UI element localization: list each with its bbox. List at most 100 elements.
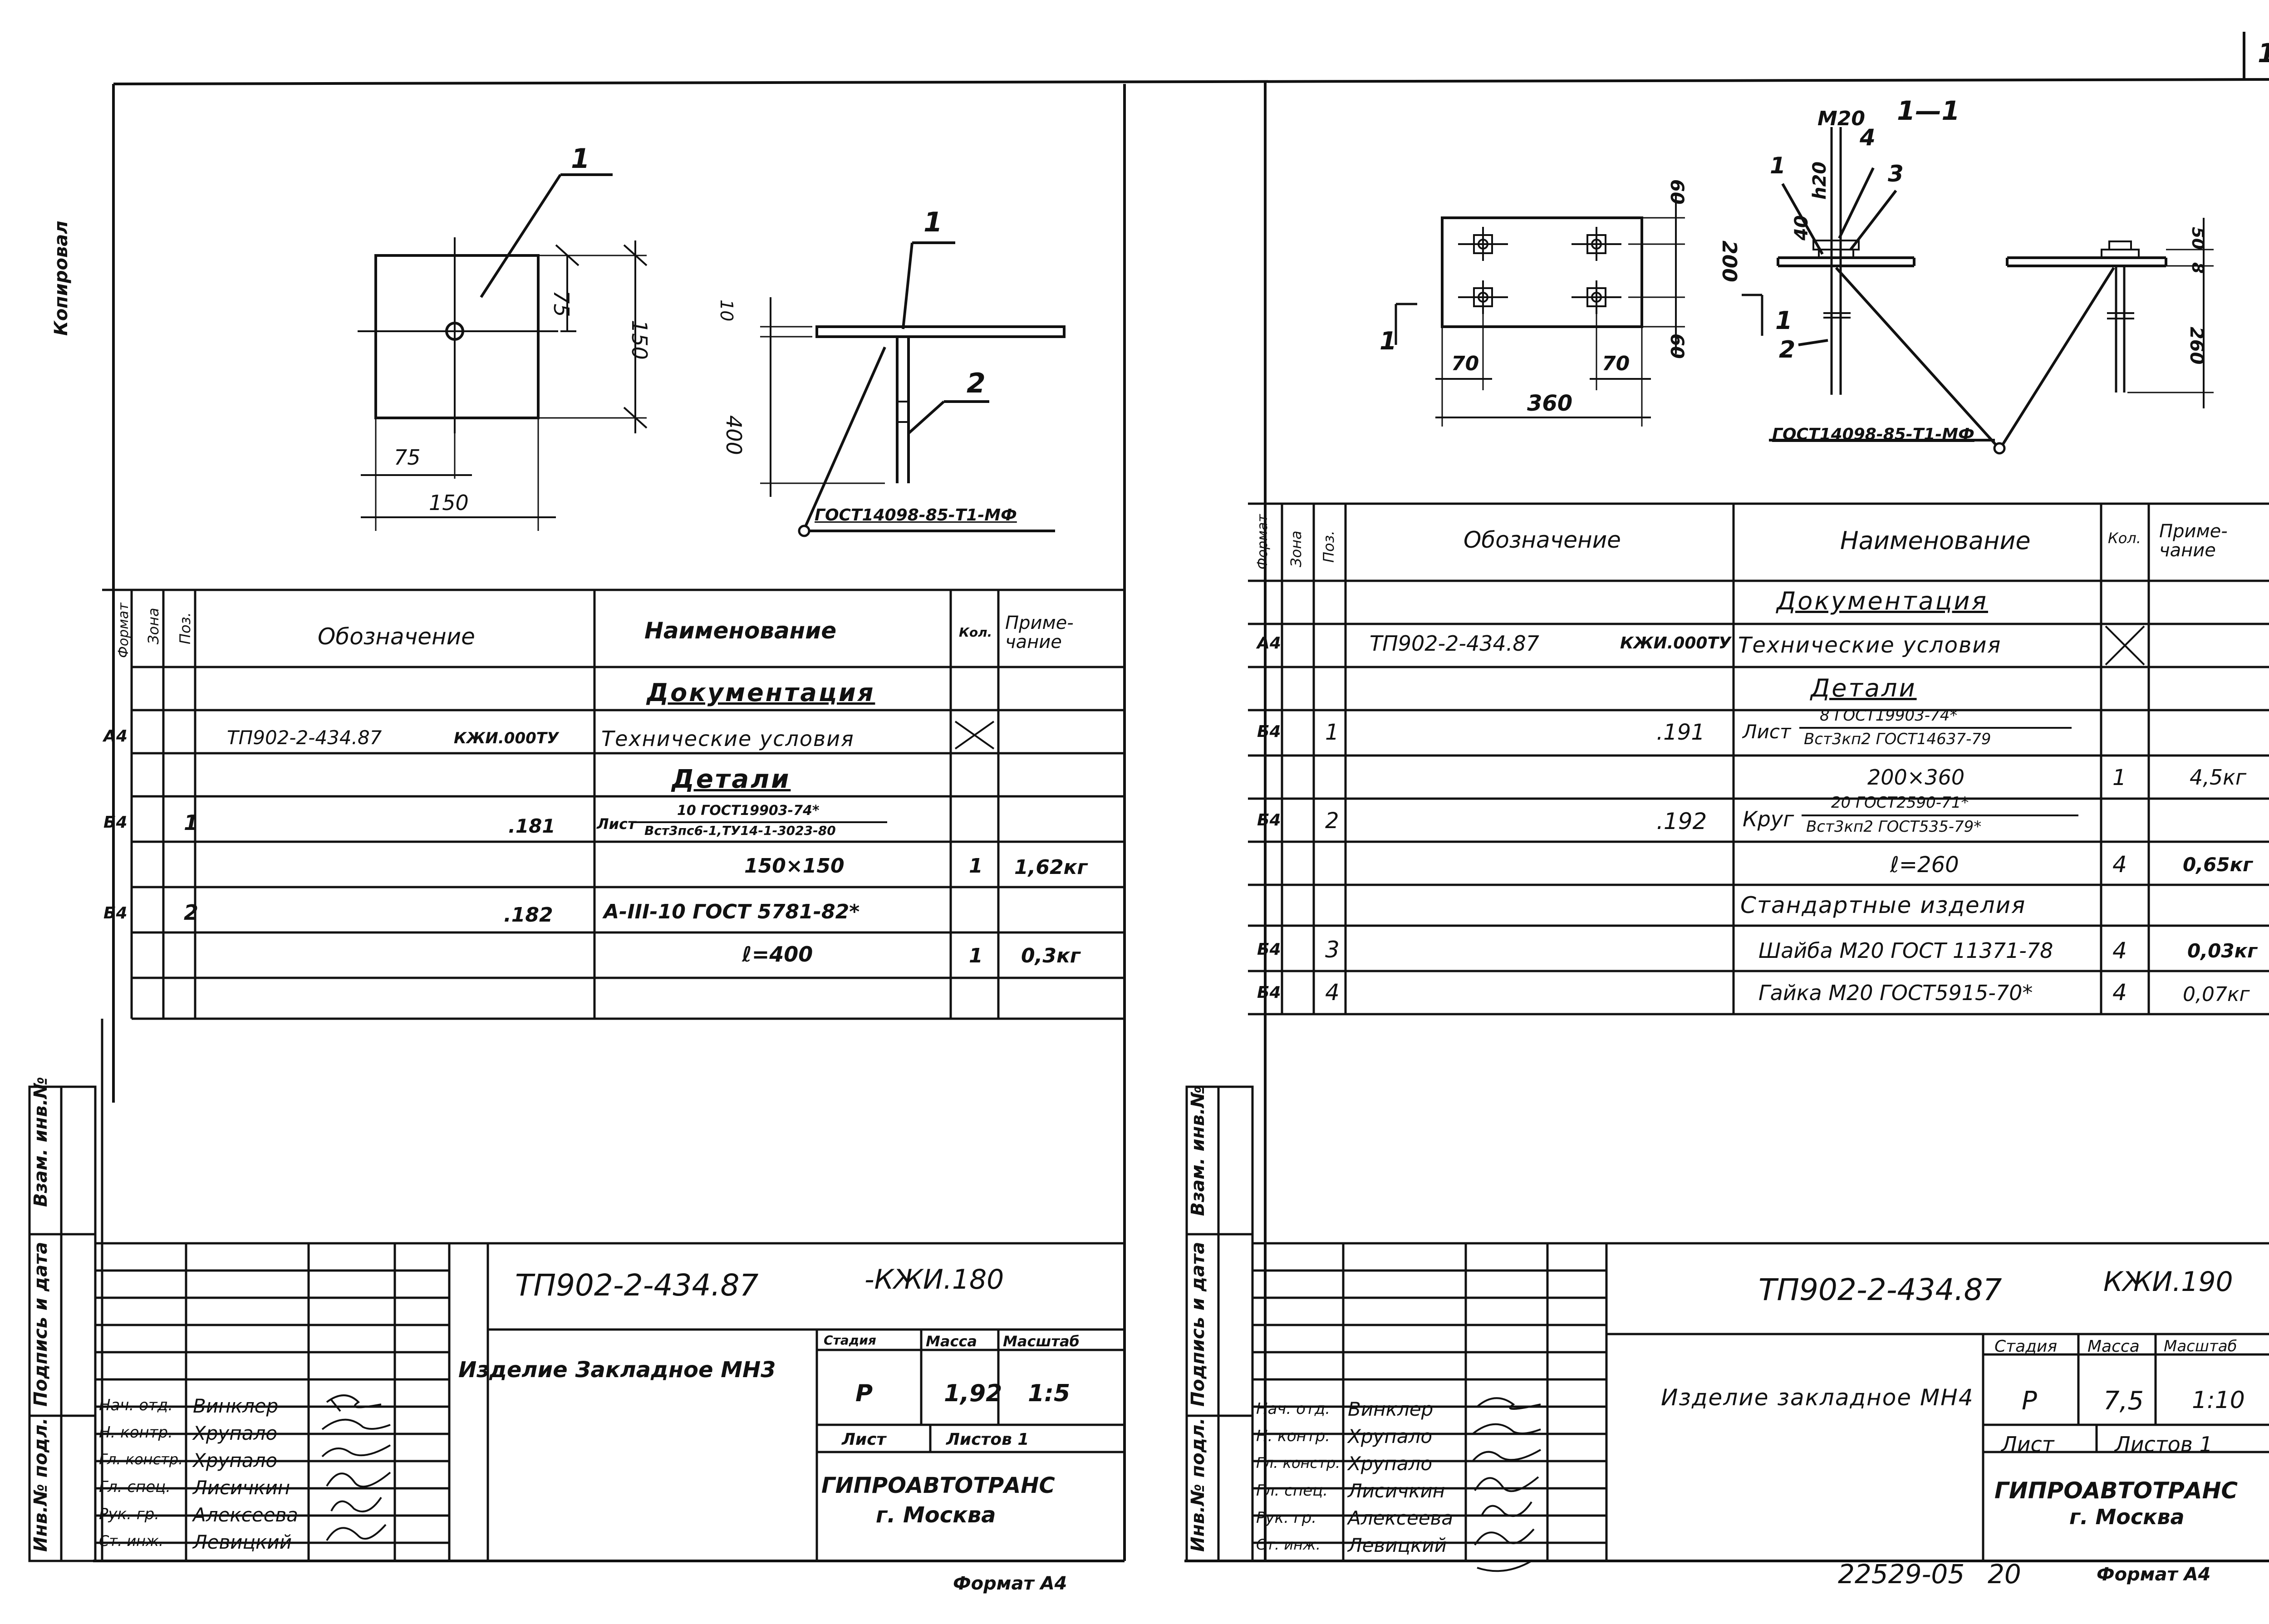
s1-stage: Р <box>855 1380 873 1407</box>
s1-stage-label: Стадия <box>824 1333 876 1348</box>
s2-dim8: 8 <box>2188 262 2207 274</box>
s2-dim-h20: h20 <box>1809 161 1830 200</box>
s2-cut-right: 1 <box>1775 306 1793 335</box>
s2-doc-code: ТП902-2-434.87 <box>1758 1272 2002 1307</box>
s2-row1-des-b: КЖИ.000ТУ <box>1620 634 1731 653</box>
s1-row2-pos: 1 <box>184 810 199 835</box>
sheet2-drawing <box>1395 127 2214 455</box>
s2-row3-note: 4,5кг <box>2190 765 2247 790</box>
s2-person-6: Левицкий <box>1348 1534 1447 1556</box>
s1-row5-name: ℓ=400 <box>742 942 813 967</box>
s1-person-6: Левицкий <box>193 1531 292 1553</box>
s1-hdr-note: Приме- чание <box>1005 613 1074 653</box>
s2-mass-label: Масса <box>2087 1337 2140 1356</box>
s1-product: Изделие Закладное МН3 <box>458 1357 776 1383</box>
s1-weld-note: ГОСТ14098-85-Т1-МФ <box>815 506 1017 525</box>
s1-dim150-bottom: 150 <box>429 491 469 515</box>
s2-row4-name-label: Круг <box>1743 807 1794 831</box>
sheet1-spec-grid <box>101 589 1125 1561</box>
s2-pos1: 1 <box>1770 152 1786 179</box>
s2-person-1: Винклер <box>1348 1398 1434 1420</box>
s1-signatures <box>321 1394 391 1541</box>
s2-row6-pos: 3 <box>1325 937 1340 963</box>
s1-row2-des-b: .181 <box>508 815 555 837</box>
plate-plan <box>374 254 540 419</box>
s2-row2-fraction <box>1799 727 2072 729</box>
s1-row2-fraction <box>633 821 887 823</box>
s2-row7-format: Б4 <box>1257 983 1281 1002</box>
s2-dim50: 50 <box>2188 227 2207 250</box>
s2-row6-note: 0,03кг <box>2187 940 2258 962</box>
s1-sheet-label: Лист <box>842 1430 886 1449</box>
s2-sheets-label: Листов 1 <box>2115 1432 2213 1457</box>
s2-hdr-designation: Обозначение <box>1464 527 1621 553</box>
s1-role-2: Н. контр. <box>99 1423 173 1442</box>
s2-row2-name-top: 8 ГОСТ19903-74* <box>1820 707 1958 725</box>
s2-row2-name-label: Лист <box>1743 721 1791 743</box>
s2-hdr-name: Наименование <box>1840 526 2031 555</box>
s2-row7-note: 0,07кг <box>2183 983 2250 1006</box>
s1-person-4: Лисичкин <box>193 1477 290 1499</box>
s2-signatures <box>1472 1397 1542 1572</box>
s2-pos4: 4 <box>1860 124 1876 151</box>
s1-dim400: 400 <box>722 415 746 455</box>
s1-sheets-label: Листов 1 <box>946 1430 1029 1449</box>
s2-row5-name: ℓ=260 <box>1890 852 1959 878</box>
s2-row6-name: Шайба М20 ГОСТ 11371-78 <box>1758 938 2053 963</box>
s1-row2-name-top: 10 ГОСТ19903-74* <box>677 803 820 819</box>
s1-hdr-name: Наименование <box>644 618 837 644</box>
plate-side <box>815 325 1066 338</box>
s1-section-docs: Документация <box>647 678 875 707</box>
s1-row2-name-bottom: Вст3пс6-1,ТУ14-1-3023-80 <box>644 823 836 838</box>
s2-row4-format: Б4 <box>1257 811 1281 829</box>
s2-hdr-format: Формат <box>1255 514 1271 569</box>
s1-person-1: Винклер <box>193 1395 279 1417</box>
s1-mass-label: Масса <box>926 1333 977 1350</box>
s2-person-5: Алексеева <box>1348 1507 1454 1529</box>
s2-scale-label: Масштаб <box>2164 1337 2237 1355</box>
s2-stage-label: Стадия <box>1994 1337 2058 1356</box>
sheet1-title-grid <box>94 1242 1125 1561</box>
s2-pos3: 3 <box>1888 161 1904 187</box>
s2-role-4: Гл. спец. <box>1256 1482 1328 1500</box>
s2-hdr-zone: Зона <box>1287 530 1305 567</box>
s2-side-label-3: Инв.№ подл. <box>1188 1418 1208 1552</box>
s2-org2: г. Москва <box>2069 1505 2185 1529</box>
sheet1-drawing <box>358 173 1066 537</box>
s1-mass: 1,92 <box>944 1380 1002 1407</box>
s1-hdr-zone: Зона <box>145 608 162 644</box>
s2-row2-pos: 1 <box>1325 720 1339 745</box>
s1-side-label-3: Инв.№ подл. <box>30 1418 51 1552</box>
s2-row7-name: Гайка М20 ГОСТ5915-70* <box>1758 981 2033 1005</box>
s1-side-label-2: Подпись и дата <box>30 1241 51 1407</box>
plate-plan-2 <box>1441 216 1643 328</box>
s1-person-2: Хрупало <box>193 1422 278 1444</box>
s1-row5-qty: 1 <box>969 944 983 967</box>
s2-dim260: 260 <box>2186 327 2207 365</box>
s2-hdr-note: Приме- чание <box>2159 521 2228 561</box>
s1-person-5: Алексеева <box>193 1504 299 1526</box>
s1-format-label: Формат А4 <box>953 1573 1067 1594</box>
s2-row5-qty: 4 <box>2112 851 2127 878</box>
s1-row4-format: Б4 <box>103 904 128 922</box>
s1-role-3: Гл. констр. <box>99 1451 183 1468</box>
s1-role-5: Рук. гр. <box>99 1505 160 1523</box>
s2-doc-suffix: КЖИ.190 <box>2103 1266 2233 1298</box>
s1-row3-qty: 1 <box>969 854 983 878</box>
s2-dim200: 200 <box>1718 240 1741 282</box>
s2-row1-name: Технические условия <box>1738 633 2002 658</box>
s2-row4-pos: 2 <box>1325 808 1339 834</box>
s2-section-details: Детали <box>1811 674 1917 702</box>
s2-row4-des-b: .192 <box>1656 808 1707 834</box>
s2-person-3: Хрупало <box>1348 1452 1433 1475</box>
s2-section-standard: Стандартные изделия <box>1740 892 2026 918</box>
s2-row2-format: Б4 <box>1257 722 1281 741</box>
s2-row5-note: 0,65кг <box>2183 854 2253 876</box>
s2-row3-qty: 1 <box>2112 765 2127 790</box>
s2-product: Изделие закладное МН4 <box>1661 1384 1974 1411</box>
s2-m20: М20 <box>1817 107 1866 130</box>
s2-row4-fraction <box>1802 814 2078 816</box>
s1-row4-des-b: .182 <box>504 903 553 927</box>
s1-hdr-designation: Обозначение <box>318 623 475 650</box>
s1-dim75-top: 75 <box>549 290 574 317</box>
